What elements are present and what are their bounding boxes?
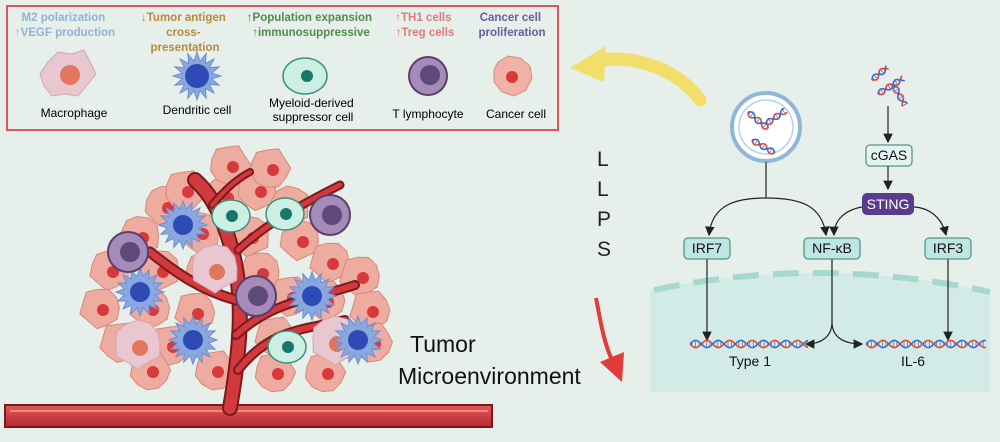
legend-border xyxy=(6,5,559,131)
cancer-cell xyxy=(279,219,319,262)
type1-gene-dna xyxy=(689,339,809,349)
svg-text:IRF3: IRF3 xyxy=(933,240,964,256)
macrophage xyxy=(115,319,161,370)
nucleus-region xyxy=(650,272,990,392)
il6-label: IL-6 xyxy=(901,353,925,369)
llps-letter-2: L xyxy=(597,178,609,201)
mdsc-label: Myeloid-derived suppressor cell xyxy=(269,96,357,124)
cancer-cell xyxy=(250,148,292,188)
svg-text:STING: STING xyxy=(867,196,910,212)
immune-cell-cluster xyxy=(107,194,384,370)
irf3-node: IRF3 xyxy=(924,237,972,260)
tme-title: Tumor Microenvironment xyxy=(398,331,581,389)
dendritic-label: Dendritic cell xyxy=(163,103,232,117)
yellow-curved-arrow xyxy=(570,46,707,107)
cancer-cell xyxy=(194,350,237,391)
svg-text:cGAS: cGAS xyxy=(871,147,908,163)
legend-item-t-lymphocyte: ↑TH1 cells ↑Treg cells T lymphocyte xyxy=(392,12,463,121)
cancer-cell-effect: Cancer cell proliferation xyxy=(478,12,545,39)
t-lymphocyte-label: T lymphocyte xyxy=(392,107,463,121)
t-lymphocyte xyxy=(235,275,277,317)
mdsc-cell xyxy=(265,197,305,231)
t-lymphocyte-icon xyxy=(408,56,448,96)
cancer-cell xyxy=(79,288,120,330)
il6-gene-dna xyxy=(865,339,987,349)
sting-node: STING xyxy=(862,193,914,215)
llps-label: L L P S xyxy=(597,148,611,261)
t-lymphocyte-effect: ↑TH1 cells ↑Treg cells xyxy=(395,12,454,39)
svg-text:NF-κB: NF-κB xyxy=(812,240,852,256)
tumor-microenvironment: Tumor Microenvironment xyxy=(4,145,581,428)
cytosolic-dna-icon xyxy=(871,65,909,107)
svg-text:IRF7: IRF7 xyxy=(692,240,723,256)
dendritic-cell xyxy=(157,199,209,251)
llps-letter-1: L xyxy=(597,148,609,171)
t-lymphocyte xyxy=(309,194,351,236)
cell-legend: M2 polarization ↑VEGF production Macroph… xyxy=(6,5,559,131)
cancer-cell xyxy=(309,242,350,284)
mdsc-effect: ↑Population expansion ↑immunosuppressive xyxy=(247,12,375,39)
irf7-node: IRF7 xyxy=(683,237,731,260)
dna-vesicle-icon xyxy=(730,91,802,163)
red-curved-arrow xyxy=(594,297,624,382)
dendritic-cell xyxy=(286,270,338,322)
dendritic-cell-icon xyxy=(171,50,223,102)
legend-item-dendritic-cell: ↓Tumor antigen cross- presentation Dendr… xyxy=(141,12,231,117)
macrophage-icon xyxy=(39,49,97,97)
mdsc-cell xyxy=(267,330,307,364)
t-lymphocyte xyxy=(107,231,149,273)
mdsc-cell xyxy=(211,199,251,233)
macrophage-effect: M2 polarization ↑VEGF production xyxy=(15,12,115,39)
mdsc-icon xyxy=(282,57,328,95)
dendritic-cell xyxy=(332,314,384,366)
llps-letter-3: P xyxy=(597,208,611,231)
type1-label: Type 1 xyxy=(729,353,771,369)
legend-item-mdsc: ↑Population expansion ↑immunosuppressive… xyxy=(247,12,375,124)
nuclear-membrane xyxy=(653,269,991,295)
macrophage-label: Macrophage xyxy=(41,106,108,120)
signaling-pathway: cGAS STING IRF7 NF-κB IRF3 Type 1 IL-6 xyxy=(650,65,991,392)
dendritic-cell xyxy=(114,266,166,318)
cgas-node: cGAS xyxy=(865,144,913,167)
dendritic-cell xyxy=(167,314,219,366)
legend-item-macrophage: M2 polarization ↑VEGF production Macroph… xyxy=(15,12,115,120)
cancer-cell-icon xyxy=(493,55,533,97)
llps-letter-4: S xyxy=(597,238,611,261)
dendritic-effect: ↓Tumor antigen cross- presentation xyxy=(141,12,229,54)
cancer-cell-label: Cancer cell xyxy=(486,107,546,121)
macrophage xyxy=(192,243,238,294)
nfkb-node: NF-κB xyxy=(803,237,861,260)
legend-item-cancer-cell: Cancer cell proliferation Cancer cell xyxy=(478,12,546,121)
